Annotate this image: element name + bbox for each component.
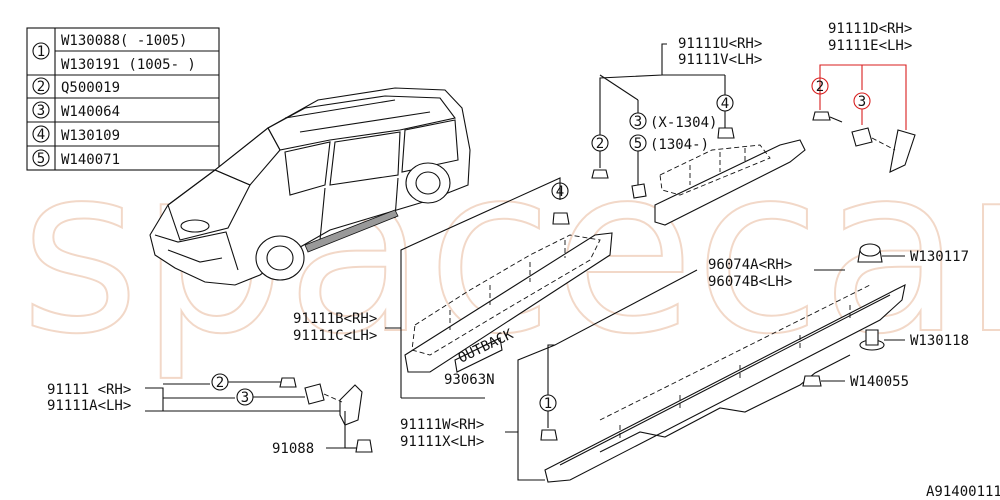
legend-num: 4 xyxy=(37,127,45,143)
callout-91111C: 91111C<LH> xyxy=(293,328,377,344)
legend-num: 5 xyxy=(37,151,45,167)
callout-91111V: 91111V<LH> xyxy=(678,52,762,68)
callout-96074A: 96074A<RH> xyxy=(708,257,792,273)
legend-row-4: 4 W130109 xyxy=(32,125,120,144)
callout-num: 4 xyxy=(721,96,729,112)
legend-part: W130109 xyxy=(61,128,120,144)
callout-91111B: 91111B<RH> xyxy=(293,311,377,327)
callout-W140055: W140055 xyxy=(850,374,909,390)
callout-91111X: 91111X<LH> xyxy=(400,434,484,450)
part-group-91111: 91111 <RH> 91111A<LH> 2 3 91088 xyxy=(47,373,373,457)
screw-icon xyxy=(812,111,831,121)
legend-part: W130191 (1005- ) xyxy=(61,57,196,73)
legend-num: 2 xyxy=(37,79,45,95)
legend-row-2: 2 Q500019 xyxy=(32,77,120,96)
callout-num: 3 xyxy=(858,94,866,110)
nut-icon xyxy=(304,383,325,405)
legend-part: W140071 xyxy=(61,152,120,168)
legend-part: W130088( -1005) xyxy=(61,33,187,49)
callout-91111W: 91111W<RH> xyxy=(400,417,484,433)
callout-num: 2 xyxy=(216,375,224,391)
nut-icon xyxy=(631,183,647,199)
callout-96074B: 96074B<LH> xyxy=(708,274,792,290)
callout-num: 3 xyxy=(634,114,642,130)
trim-panel-91111U xyxy=(654,139,806,226)
legend-part: Q500019 xyxy=(61,80,120,96)
bracket-icon xyxy=(889,129,916,173)
legend-row-5: 5 W140071 xyxy=(32,149,120,168)
callout-num: 5 xyxy=(634,136,642,152)
callout-91111: 91111 <RH> xyxy=(47,382,131,398)
callout-num: 2 xyxy=(816,79,824,95)
callout-91111A: 91111A<LH> xyxy=(47,398,131,414)
screw-icon xyxy=(591,169,609,179)
callout-note-3: (X-1304) xyxy=(650,115,717,131)
callout-num: 1 xyxy=(544,396,552,412)
callout-93063N: 93063N xyxy=(444,372,495,388)
nut-icon xyxy=(851,127,873,147)
callout-num: 3 xyxy=(241,390,249,406)
callout-91111E: 91111E<LH> xyxy=(828,38,912,54)
callout-91088: 91088 xyxy=(272,441,314,457)
clip-icon xyxy=(802,375,822,387)
clip-icon xyxy=(355,439,373,453)
callout-num: 2 xyxy=(596,136,604,152)
part-group-91111U: 91111U<RH> 91111V<LH> 4 3 (X-1304) 5 (13… xyxy=(591,36,806,226)
screw-icon xyxy=(279,377,297,388)
sill-cover-91111B xyxy=(404,232,613,373)
car-illustration xyxy=(149,87,471,286)
legend-num: 3 xyxy=(37,103,45,119)
diagram-code: A914001113 xyxy=(926,484,1000,500)
clip-icon xyxy=(540,429,558,441)
legend-table: 1 W130088( -1005) W130191 (1005- ) 2 Q50… xyxy=(26,27,220,171)
callout-W130117: W130117 xyxy=(910,249,969,265)
clip-icon xyxy=(865,329,879,346)
legend-row-3: 3 W140064 xyxy=(32,101,120,120)
callout-91111D: 91111D<RH> xyxy=(828,21,912,37)
clip-icon xyxy=(552,212,570,225)
callout-num: 4 xyxy=(556,184,564,200)
legend-part: W140064 xyxy=(61,104,120,120)
callout-note-5: (1304-) xyxy=(650,137,709,153)
part-group-91111W: 96074A<RH> 96074B<LH> 1 91111W<RH> 91111… xyxy=(400,243,969,483)
bracket-icon xyxy=(339,384,363,426)
legend-num: 1 xyxy=(37,44,45,60)
callout-91111U: 91111U<RH> xyxy=(678,36,762,52)
part-group-91111D: 91111D<RH> 91111E<LH> 2 3 xyxy=(811,21,916,173)
callout-W130118: W130118 xyxy=(910,333,969,349)
clip-icon xyxy=(717,127,735,139)
legend-row-1: 1 W130088( -1005) W130191 (1005- ) xyxy=(32,33,196,73)
